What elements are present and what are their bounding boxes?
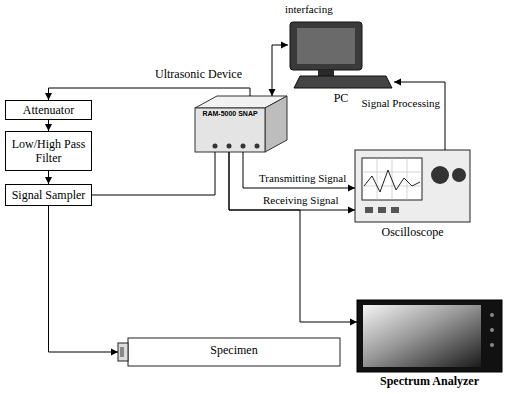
- device-label: Oscilloscope: [355, 226, 470, 240]
- connector-line: [92, 152, 215, 195]
- specimen-node: Specimen: [118, 338, 340, 366]
- scope-knob: [452, 168, 466, 182]
- arrowhead: [45, 177, 52, 184]
- scope-grid: [362, 158, 422, 200]
- arrowhead: [269, 89, 276, 96]
- box-label: Signal Sampler: [12, 188, 86, 202]
- connector-line: [272, 45, 288, 96]
- connector: [45, 120, 52, 131]
- scope-button: [391, 207, 399, 213]
- pc-node: PC: [288, 20, 394, 90]
- connector: [394, 79, 445, 151]
- specimen-bar: [128, 338, 340, 366]
- connector: [49, 206, 119, 356]
- ultrasonic-device-art: [195, 96, 287, 152]
- analyzer-button: [490, 328, 494, 332]
- analyzer-button: [490, 343, 494, 347]
- box-label: Low/High Pass Filter: [9, 137, 88, 165]
- monitor-stand: [318, 70, 334, 76]
- process-box: Low/High Pass Filter: [5, 131, 92, 171]
- device-port: [241, 144, 246, 149]
- arrowhead: [45, 93, 52, 100]
- connector: [243, 152, 355, 192]
- analyzer-body: [357, 300, 502, 372]
- oscilloscope-node: Oscilloscope: [355, 150, 470, 222]
- scope-button: [365, 207, 373, 213]
- edge-label: Receiving Signal: [262, 194, 339, 206]
- arrowhead: [350, 319, 357, 326]
- device-port: [213, 144, 218, 149]
- specimen-art: [118, 338, 340, 366]
- analyzer-button: [490, 313, 494, 317]
- scope-knob: [431, 166, 449, 184]
- model-name: RAM-5000 SNAP: [195, 110, 265, 118]
- specimen-label: Specimen: [128, 344, 340, 358]
- ultrasonic-device: Ultrasonic DeviceRAM-5000 SNAP: [195, 96, 287, 152]
- connector: [92, 152, 215, 195]
- transducer-face: [120, 347, 124, 357]
- device-port: [255, 144, 260, 149]
- connector: [45, 88, 250, 100]
- connector: [229, 152, 355, 214]
- oscilloscope-art: [355, 150, 470, 222]
- process-box: Attenuator: [5, 100, 92, 120]
- arrowhead: [348, 185, 355, 192]
- spectrum-analyzer-art: [357, 300, 502, 372]
- monitor: [290, 22, 362, 70]
- edge-label: Signal Processing: [360, 97, 441, 109]
- arrowhead: [281, 42, 288, 49]
- scope-screen: [362, 158, 422, 200]
- spectrum-analyzer-node: Spectrum Analyzer: [357, 300, 502, 372]
- edge-label: interfacing: [284, 3, 334, 15]
- box-label: Attenuator: [23, 103, 74, 117]
- device-label: Spectrum Analyzer: [357, 375, 502, 389]
- process-box: Signal Sampler: [5, 184, 92, 206]
- device-title: Ultrasonic Device: [155, 68, 275, 82]
- connector-line: [229, 152, 357, 322]
- connector: [269, 42, 289, 97]
- device-side: [265, 96, 287, 152]
- transducer: [118, 343, 128, 361]
- analyzer-screen: [363, 305, 481, 367]
- connector-line: [394, 82, 445, 150]
- arrowhead: [348, 207, 355, 214]
- connector-line: [49, 88, 251, 100]
- connector: [229, 152, 357, 326]
- edge-label: Transmitting Signal: [258, 172, 347, 184]
- arrowhead: [111, 349, 118, 356]
- pc-art: [290, 22, 392, 88]
- connector-line: [243, 152, 355, 188]
- arrowhead: [394, 79, 401, 86]
- scope-trace: [364, 170, 420, 192]
- connector-line: [229, 152, 355, 210]
- scope-body: [355, 150, 470, 222]
- device-port: [227, 144, 232, 149]
- monitor-screen: [297, 28, 355, 64]
- device-front: [195, 108, 265, 152]
- arrowhead: [45, 124, 52, 131]
- connector: [45, 171, 52, 184]
- connector-line: [49, 206, 119, 352]
- scope-button: [378, 207, 386, 213]
- keyboard: [294, 76, 392, 88]
